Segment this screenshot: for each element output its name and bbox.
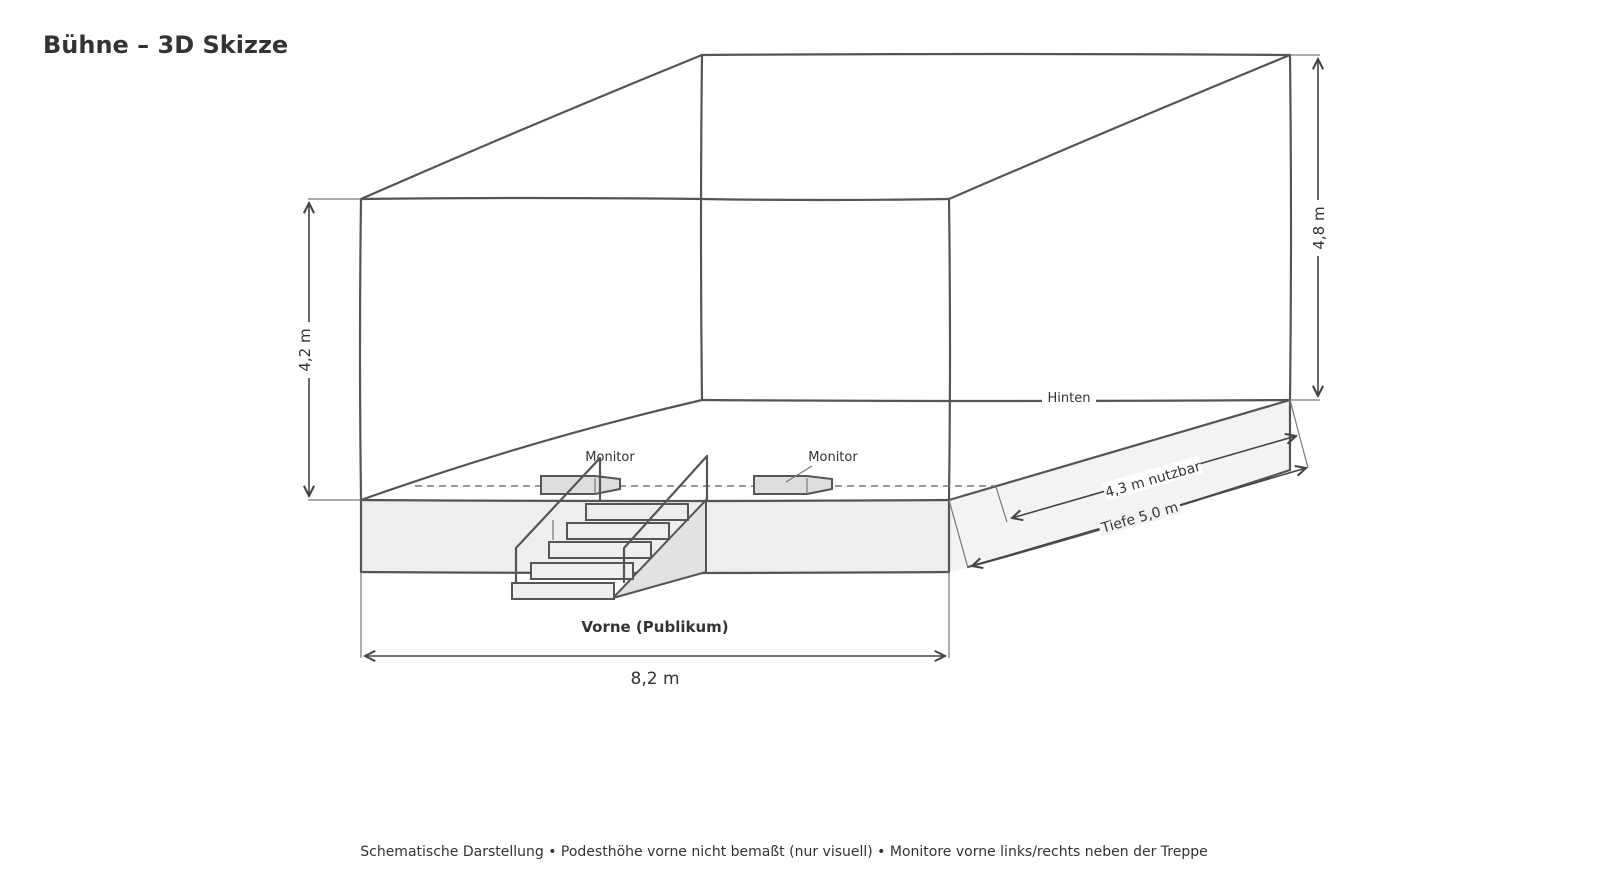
dim-height-front-label: 4,2 m <box>296 328 314 371</box>
dim-width-label: 8,2 m <box>631 669 680 689</box>
monitor-left-label: Monitor <box>585 450 635 465</box>
dim-width: 8,2 m <box>360 572 950 689</box>
dim-height-front: 4,2 m <box>296 198 361 501</box>
dim-height-back-label: 4,8 m <box>1310 206 1328 249</box>
monitor-right-label: Monitor <box>808 450 858 465</box>
monitor-right: Monitor <box>753 450 858 495</box>
page-title: Bühne – 3D Skizze <box>43 31 288 59</box>
stage-box-wireframe <box>358 52 1309 575</box>
footer-note: Schematische Darstellung • Podesthöhe vo… <box>360 844 1208 860</box>
back-label: Hinten <box>1048 391 1091 406</box>
front-label: Vorne (Publikum) <box>581 618 728 636</box>
stairs <box>511 454 709 600</box>
dim-height-back: 4,8 m <box>1290 54 1328 401</box>
